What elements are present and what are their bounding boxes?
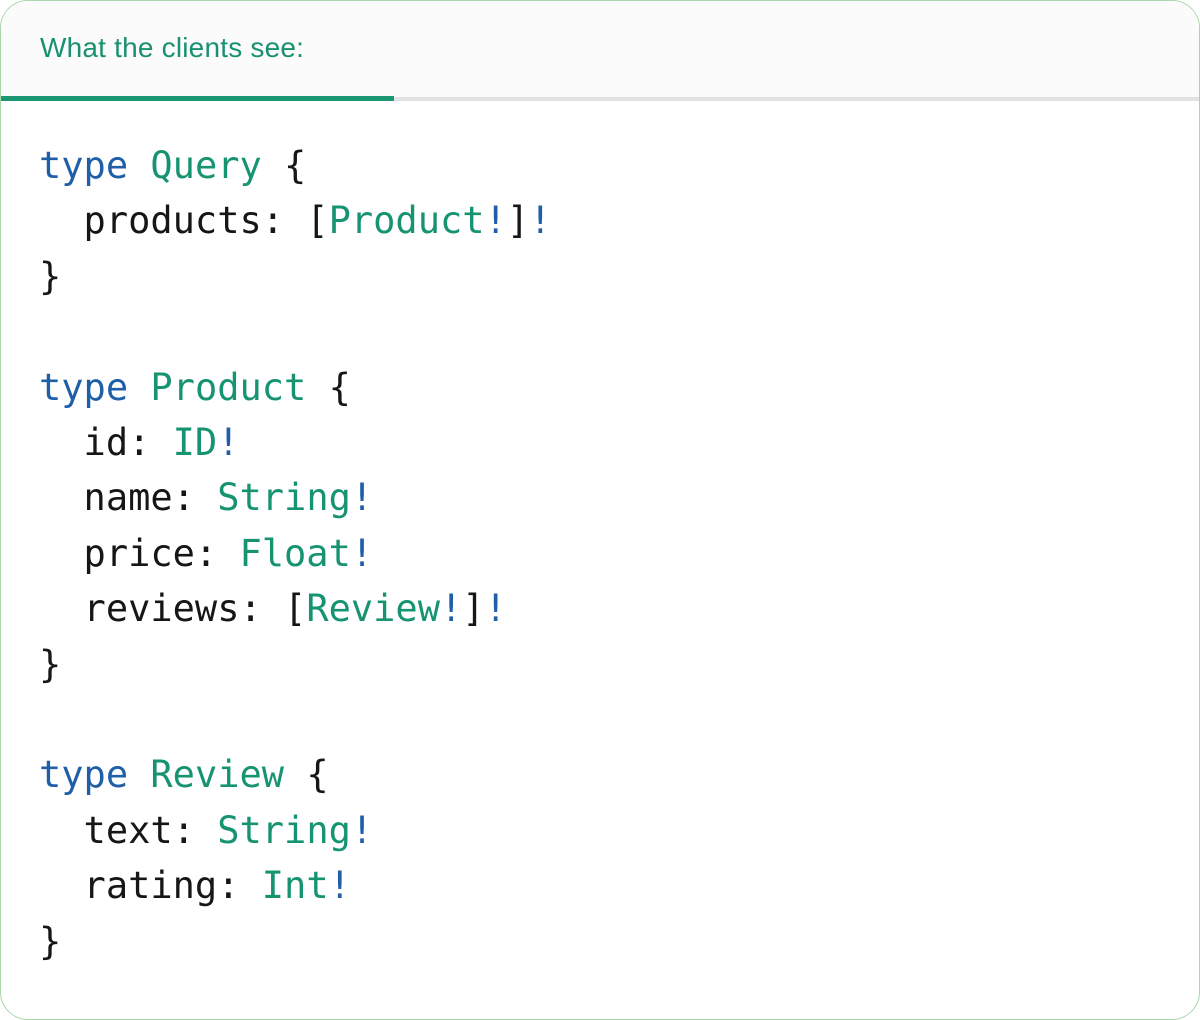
code-line: type Query { <box>39 138 1179 193</box>
code-token: ! <box>350 531 374 575</box>
code-token: { <box>284 753 329 797</box>
code-line: id: ID! <box>39 415 1179 470</box>
code-token: name: <box>39 476 218 520</box>
code-token: id: <box>39 421 173 465</box>
code-token: ! <box>350 476 374 520</box>
code-line: } <box>39 249 1179 304</box>
code-token: ! <box>484 587 507 631</box>
code-token: } <box>39 919 62 963</box>
code-line: type Product { <box>39 360 1179 415</box>
code-token: } <box>39 254 62 298</box>
code-token: ! <box>350 808 374 852</box>
code-token: Product <box>150 365 307 409</box>
code-token: } <box>39 642 62 686</box>
tab-bar: What the clients see: <box>1 1 1199 101</box>
code-token: Product <box>328 199 485 243</box>
code-token: rating: <box>39 864 262 908</box>
code-token: type <box>39 365 129 409</box>
code-token: ! <box>484 199 507 243</box>
code-token: ! <box>328 864 351 908</box>
code-token: Review <box>306 587 440 631</box>
code-token: ! <box>529 199 552 243</box>
code-line: type Review { <box>39 747 1179 802</box>
code-token: type <box>39 753 129 797</box>
code-token: { <box>261 144 307 187</box>
code-line: name: String! <box>39 470 1179 525</box>
code-token: Float <box>239 531 351 575</box>
code-token: type <box>39 144 129 187</box>
code-token <box>128 753 150 796</box>
code-line: text: String! <box>39 803 1179 858</box>
code-line: price: Float! <box>39 526 1179 581</box>
tab-what-the-clients-see[interactable]: What the clients see: <box>1 1 394 101</box>
code-token: reviews: [ <box>39 587 307 631</box>
code-token: Review <box>150 753 285 797</box>
tab-label: What the clients see: <box>40 32 305 63</box>
code-token: Int <box>261 864 329 908</box>
code-line: } <box>39 914 1179 969</box>
code-token: Query <box>150 144 262 187</box>
code-token: price: <box>39 531 240 575</box>
code-line: products: [Product!]! <box>39 193 1179 248</box>
code-token: ] <box>462 587 485 631</box>
code-token: ! <box>217 421 240 465</box>
code-line: rating: Int! <box>39 858 1179 913</box>
code-token: ] <box>506 199 530 243</box>
code-token <box>128 144 150 187</box>
code-token: ! <box>439 587 463 631</box>
code-line <box>39 304 1179 359</box>
code-token: products: [ <box>39 199 329 243</box>
code-token: String <box>217 476 351 520</box>
code-line: } <box>39 637 1179 692</box>
code-line <box>39 692 1179 747</box>
code-token: String <box>217 808 351 852</box>
code-token: text: <box>39 808 218 852</box>
code-token <box>128 366 150 409</box>
code-line: reviews: [Review!]! <box>39 581 1179 636</box>
code-token: ID <box>172 421 218 465</box>
code-token: { <box>306 365 351 409</box>
graphql-schema-code-block: type Query { products: [Product!]!}type … <box>1 101 1199 969</box>
